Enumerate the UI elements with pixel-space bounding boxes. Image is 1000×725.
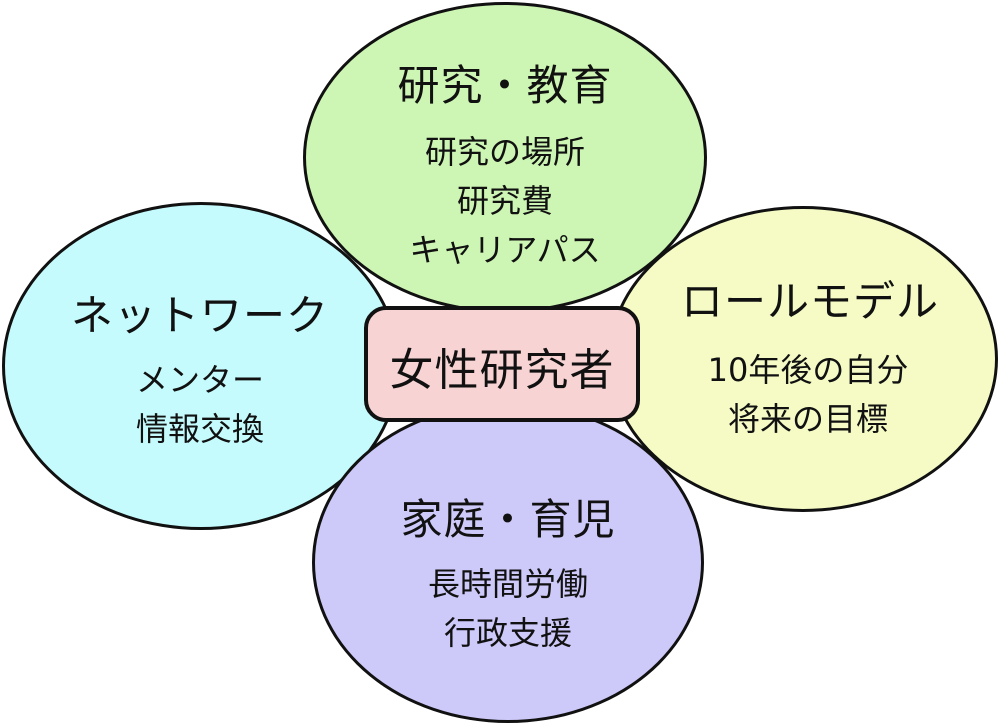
family-circle [312,402,704,723]
network-title: ネットワーク [70,291,329,340]
network-items: メンター 情報交換 [0,356,400,454]
research-education-item: 研究の場所 [424,133,585,171]
role-model-item: 10年後の自分 [707,351,909,389]
role-model-circle [608,206,998,512]
family-title: 家庭・育児 [400,495,616,544]
research-education-title: 研究・教育 [397,61,613,110]
family-items: 長時間労働 行政支援 [312,560,704,658]
network-circle [2,202,400,530]
research-education-items: 研究の場所 研究費 キャリアパス [303,128,707,275]
network-item: メンター [135,361,264,399]
family-item: 長時間労働 [427,565,588,603]
research-education-circle [303,2,707,313]
research-education-item: 研究費 [456,182,553,220]
family-item: 行政支援 [443,614,572,652]
network-item: 情報交換 [135,410,264,448]
role-model-item: 将来の目標 [727,400,888,438]
role-model-items: 10年後の自分 将来の目標 [618,346,998,444]
role-model-title: ロールモデル [680,277,939,326]
center-box [364,306,640,422]
research-education-item: キャリアパス [409,231,601,269]
center-label: 女性研究者 [389,345,615,396]
